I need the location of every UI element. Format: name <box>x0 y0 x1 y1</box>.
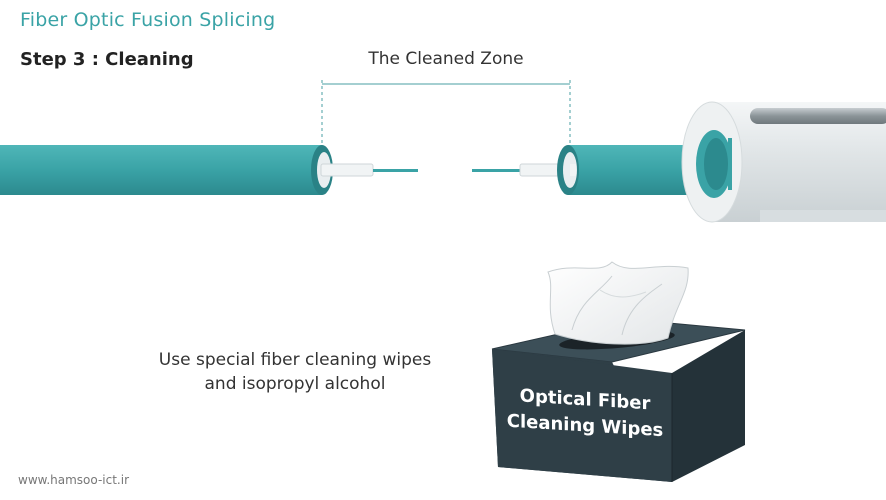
page-title: Fiber Optic Fusion Splicing <box>20 9 276 31</box>
cleaning-wipes-box <box>491 261 746 482</box>
left-fiber-cable <box>0 145 418 195</box>
splice-sleeve <box>681 101 886 223</box>
box-label: Optical Fiber Cleaning Wipes <box>497 382 673 465</box>
cleaned-zone-label: The Cleaned Zone <box>368 49 524 69</box>
website-footer: www.hamsoo-ict.ir <box>18 473 130 487</box>
instruction-caption: Use special fiber cleaning wipes and iso… <box>120 348 470 396</box>
cleaned-zone-marker <box>321 80 571 145</box>
step-heading: Step 3 : Cleaning <box>20 49 194 70</box>
caption-line-2: and isopropyl alcohol <box>204 374 386 394</box>
caption-line-1: Use special fiber cleaning wipes <box>158 350 432 370</box>
